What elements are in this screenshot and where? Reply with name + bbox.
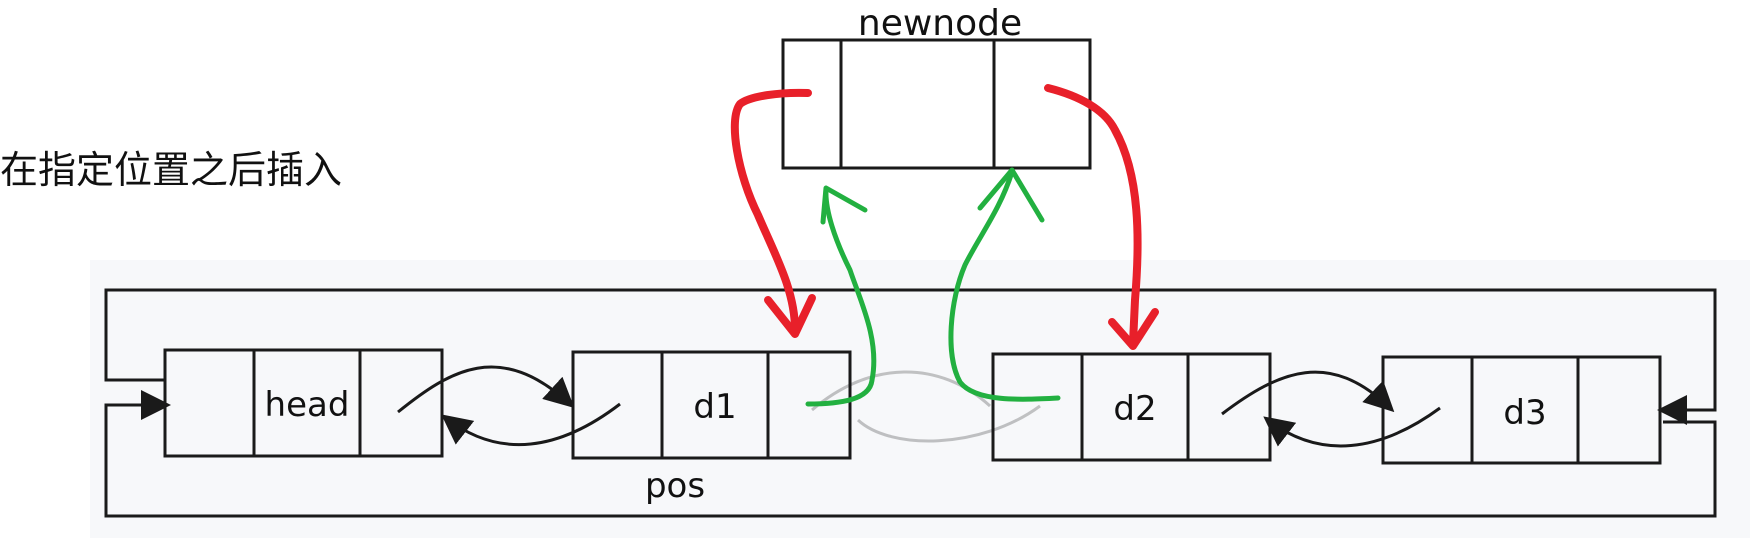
red-links <box>730 84 1159 350</box>
next-arrow-head-d1 <box>397 365 575 414</box>
node-head: head <box>163 348 444 458</box>
newnode-label: newnode <box>858 3 1022 44</box>
node-d1-label: d1 <box>693 387 736 427</box>
green-arrow-d1-to-newnode <box>805 187 877 407</box>
next-arrow-d2-d3 <box>1221 370 1395 416</box>
loop-bottom-line <box>104 390 1717 518</box>
node-d2-label: d2 <box>1113 389 1156 429</box>
green-links <box>805 167 1061 407</box>
node-d1: d1 <box>571 350 852 460</box>
pos-label: pos <box>645 466 705 506</box>
d2-d3-links <box>1221 370 1441 448</box>
prev-arrow-d3-d2 <box>1263 406 1441 448</box>
red-arrowhead-right <box>1108 308 1159 350</box>
loop-top-line <box>104 288 1717 425</box>
green-arrowhead-left <box>820 185 868 225</box>
node-head-label: head <box>265 385 350 425</box>
green-arrowhead-right <box>977 167 1045 223</box>
circular-loop-lines <box>104 288 1717 518</box>
red-arrowhead-left <box>764 294 816 338</box>
green-arrow-d2-to-newnode <box>948 169 1061 402</box>
new-node <box>781 38 1092 170</box>
red-arrow-newnode-next-to-d2 <box>1044 84 1142 347</box>
node-d3-label: d3 <box>1503 393 1546 433</box>
red-arrow-newnode-prev-to-d1 <box>730 88 812 334</box>
prev-arrow-d1-head <box>441 402 621 446</box>
diagram-title: 在指定位置之后插入 <box>0 148 342 192</box>
head-d1-links <box>397 365 621 446</box>
node-d2: d2 <box>991 352 1272 462</box>
